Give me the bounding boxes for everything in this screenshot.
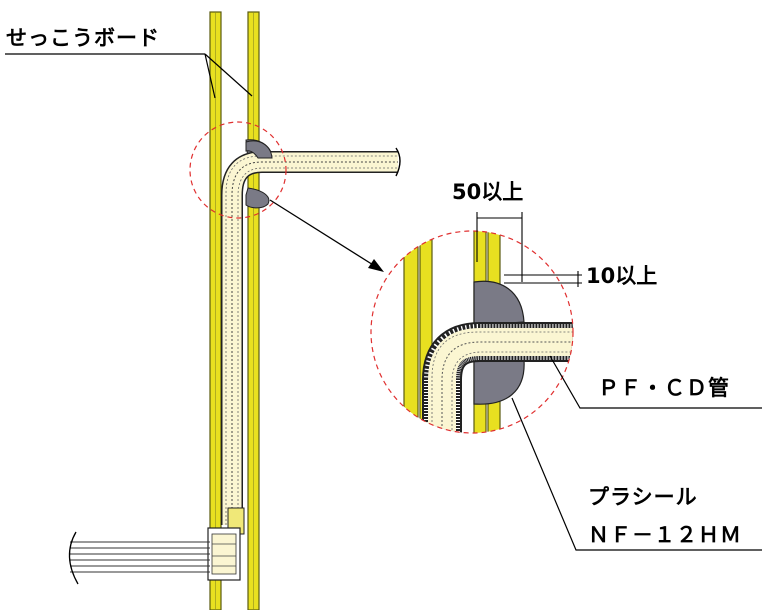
- dimension-10-label: 10以上: [586, 264, 658, 288]
- gypsum-board-left: [209, 11, 222, 610]
- junction-box: [207, 507, 245, 581]
- conduit-main: [221, 147, 401, 525]
- gypsum-board-right: [247, 11, 260, 610]
- detail-view-circle: [370, 230, 574, 434]
- dimension-10: [504, 271, 582, 287]
- conduit-leader: [549, 355, 762, 409]
- detail-view: [371, 231, 573, 433]
- sealant-main-upper: [245, 140, 273, 159]
- dimension-50: [476, 212, 523, 282]
- dimension-50-label: 50以上: [452, 180, 524, 204]
- cable-bundle: [68, 531, 210, 585]
- sealant-leader: [511, 397, 762, 551]
- gypsum-board-label: せっこうボード: [6, 26, 160, 50]
- sealant-model-label: ＮＦ－１２ＨＭ: [588, 523, 742, 547]
- sealant-name-label: プラシール: [588, 485, 698, 509]
- detail-marker-circle: [189, 121, 287, 219]
- conduit-label: ＰＦ・ＣＤ管: [598, 376, 730, 400]
- gypsum-board-leader: [5, 53, 253, 99]
- detail-arrow: [269, 199, 384, 272]
